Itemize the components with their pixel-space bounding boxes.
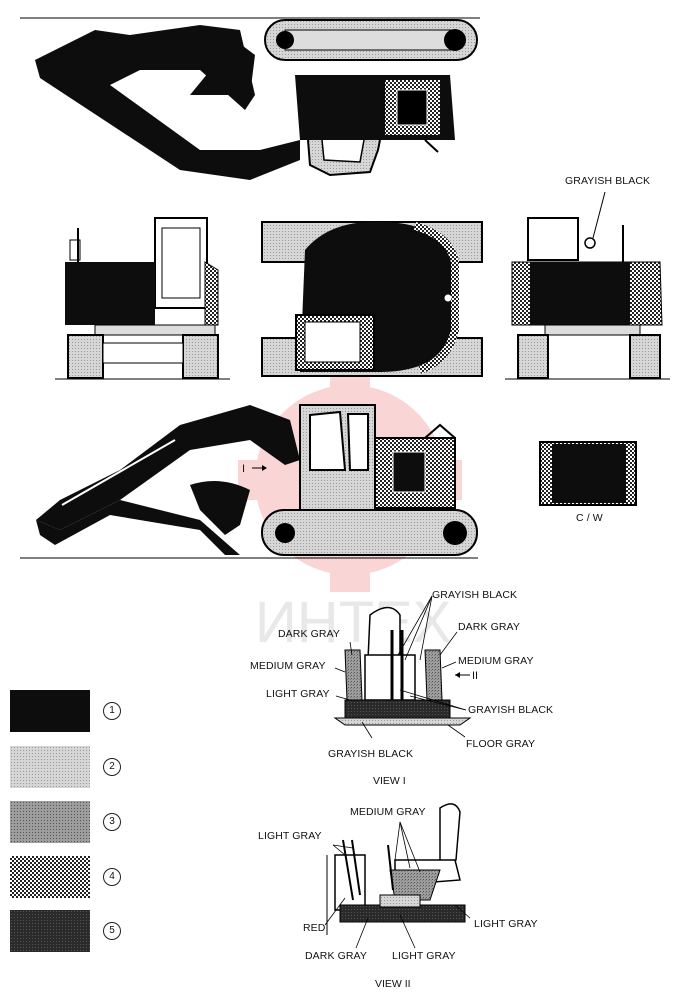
label-v1-grayish-black-bottom: GRAYISH BLACK xyxy=(328,748,414,760)
plan-view xyxy=(261,221,483,377)
legend-number-3: 3 xyxy=(103,813,121,831)
label-v2-light-gray-right: LIGHT GRAY xyxy=(474,918,538,930)
counterweight xyxy=(539,441,637,506)
legend-swatch-3 xyxy=(10,801,90,843)
view2-arrow-label: II xyxy=(472,670,478,682)
label-v2-medium-gray: MEDIUM GRAY xyxy=(350,806,426,818)
label-v1-medium-gray-left: MEDIUM GRAY xyxy=(250,660,326,672)
view2-seat-drawing xyxy=(324,803,471,949)
legend-swatch-5 xyxy=(10,910,90,952)
view1-arrow-label: I xyxy=(242,463,245,475)
view1-title: VIEW I xyxy=(373,775,406,787)
label-v1-grayish-black-right: GRAYISH BLACK xyxy=(468,704,554,716)
legend-number-1: 1 xyxy=(103,702,121,720)
left-side-view xyxy=(55,217,230,380)
legend-swatch-1 xyxy=(10,690,90,732)
label-v1-grayish-black-top: GRAYISH BLACK xyxy=(432,589,518,601)
label-v2-red: RED xyxy=(303,922,326,934)
legend-swatch-4 xyxy=(10,856,90,898)
label-v1-dark-gray-right: DARK GRAY xyxy=(458,621,520,633)
rear-view xyxy=(505,191,670,380)
label-counterweight: C / W xyxy=(576,512,603,524)
label-v1-medium-gray-right: MEDIUM GRAY xyxy=(458,655,534,667)
view1-seat-drawing: II xyxy=(333,595,478,739)
top-view-excavator xyxy=(20,17,480,180)
view2-title: VIEW II xyxy=(375,978,411,990)
legend-number-5: 5 xyxy=(103,922,121,940)
watermark-text: ИНТЕХ xyxy=(255,590,451,655)
legend-number-4: 4 xyxy=(103,868,121,886)
legend-number-2: 2 xyxy=(103,758,121,776)
label-v1-light-gray: LIGHT GRAY xyxy=(266,688,330,700)
label-v2-light-gray-left: LIGHT GRAY xyxy=(258,830,322,842)
label-v2-light-gray-bottom: LIGHT GRAY xyxy=(392,950,456,962)
label-v1-dark-gray-left: DARK GRAY xyxy=(278,628,340,640)
legend-swatch-2 xyxy=(10,746,90,788)
label-v1-floor-gray: FLOOR GRAY xyxy=(466,738,536,750)
side-view-excavator: I xyxy=(20,404,478,559)
label-cw-grayish-black: GRAYISH BLACK xyxy=(565,175,651,187)
label-v2-dark-gray: DARK GRAY xyxy=(305,950,367,962)
